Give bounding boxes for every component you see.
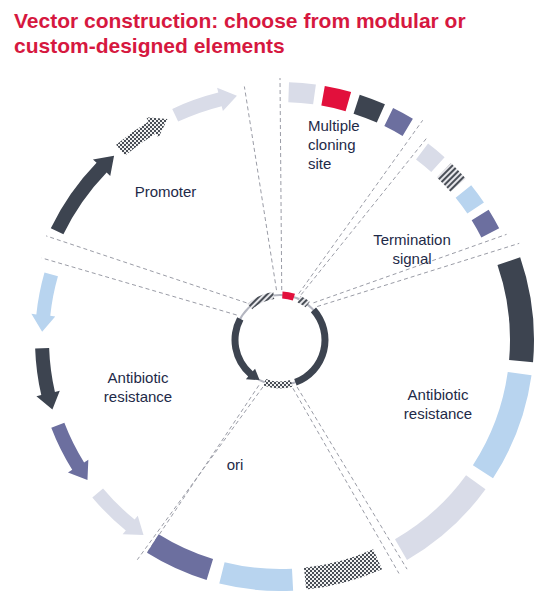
sector-label: Antibiotic resistance: [90, 368, 186, 406]
resistance-block: [497, 257, 534, 362]
resistance-block: [395, 475, 485, 560]
promoter-arrow: [51, 156, 114, 235]
sector-label: Multiple cloning site: [308, 116, 380, 173]
leader-line: [46, 236, 246, 303]
ori-block: [219, 562, 293, 591]
leader-line: [297, 387, 407, 569]
plasmid-terminator: [298, 296, 310, 307]
terminator-block: [437, 163, 466, 192]
plasmid-resistance-arrow: [232, 317, 260, 380]
sector-label: Termination signal: [364, 230, 460, 268]
sector-label: Antibiotic resistance: [390, 385, 486, 423]
plasmid-ori: [263, 379, 292, 389]
mcs-block: [384, 108, 413, 136]
resistance-arrow: [31, 272, 58, 331]
mcs-block: [321, 86, 351, 111]
plasmid-resistance: [294, 308, 328, 386]
resistance-block: [473, 372, 532, 478]
resistance-arrow: [92, 488, 143, 534]
promoter-arrow: [172, 88, 237, 122]
plasmid-promoter: [248, 292, 275, 309]
promoter-arrow: [116, 117, 167, 155]
terminator-block: [416, 144, 445, 173]
ori-block: [304, 549, 382, 589]
leader-line: [293, 388, 399, 573]
ori-block: [147, 534, 213, 580]
leader-line: [42, 258, 237, 315]
plasmid-mcs: [282, 292, 295, 301]
terminator-block: [456, 185, 484, 213]
resistance-arrow: [51, 423, 88, 480]
leader-line: [244, 86, 276, 290]
diagram-title: Vector construction: choose from modular…: [14, 8, 484, 58]
leader-line: [280, 78, 282, 290]
sector-label: Promoter: [118, 182, 213, 201]
sector-label: ori: [210, 455, 260, 474]
resistance-arrow: [35, 348, 60, 410]
terminator-block: [472, 210, 500, 238]
mcs-block: [288, 82, 316, 104]
